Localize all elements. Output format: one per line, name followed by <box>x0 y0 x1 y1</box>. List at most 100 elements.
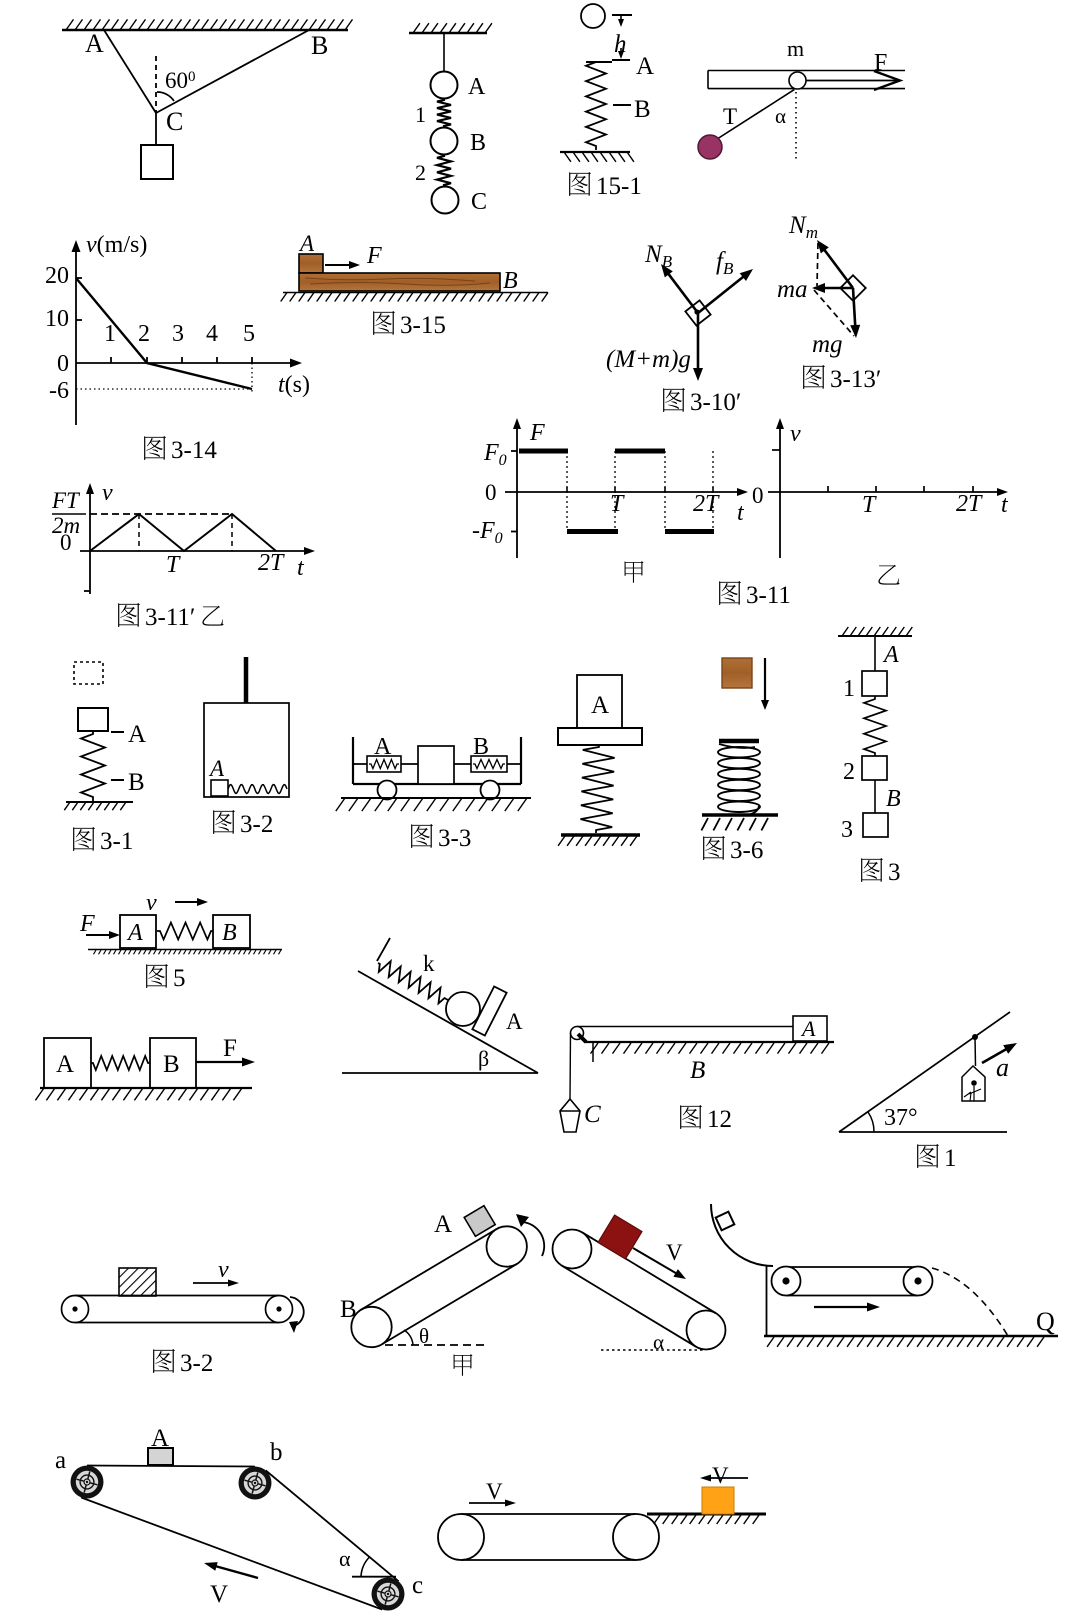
svg-text:C: C <box>471 189 487 215</box>
svg-text:B: B <box>690 1057 705 1084</box>
svg-text:α: α <box>653 1330 664 1354</box>
svg-text:F: F <box>79 911 95 937</box>
svg-text:c: c <box>412 1572 423 1599</box>
svg-text:3-13′: 3-13′ <box>830 366 881 393</box>
svg-text:3-10′: 3-10′ <box>690 389 741 416</box>
svg-text:3-14: 3-14 <box>171 437 217 464</box>
svg-text:12: 12 <box>707 1106 732 1133</box>
svg-text:3-11: 3-11 <box>746 582 791 609</box>
svg-text:a: a <box>55 1447 66 1474</box>
svg-text:mg: mg <box>812 331 843 358</box>
svg-text:3-1: 3-1 <box>100 828 133 855</box>
svg-text:0: 0 <box>752 483 764 508</box>
svg-text:A: A <box>208 756 225 781</box>
svg-text:F: F <box>874 50 887 76</box>
svg-text:F: F <box>366 243 382 269</box>
svg-text:T: T <box>166 552 181 578</box>
svg-text:k: k <box>423 951 435 976</box>
svg-text:1: 1 <box>415 102 426 127</box>
svg-text:T: T <box>862 492 877 518</box>
svg-text:B: B <box>503 268 518 294</box>
svg-text:v: v <box>218 1257 229 1283</box>
svg-text:10: 10 <box>45 306 69 332</box>
svg-text:1: 1 <box>843 676 855 702</box>
svg-text:a: a <box>996 1053 1009 1082</box>
svg-text:37°: 37° <box>884 1105 918 1131</box>
svg-text:t: t <box>297 555 305 581</box>
svg-text:A: A <box>506 1009 523 1034</box>
svg-text:F: F <box>223 1035 237 1062</box>
svg-text:V: V <box>210 1581 228 1608</box>
svg-text:α: α <box>775 104 786 128</box>
svg-text:A: A <box>636 53 654 80</box>
svg-text:A: A <box>800 1016 816 1041</box>
svg-text:T: T <box>723 104 737 129</box>
svg-text:A: A <box>468 74 486 100</box>
svg-text:1: 1 <box>944 1145 957 1172</box>
svg-text:B: B <box>470 130 486 156</box>
svg-text:v: v <box>102 480 113 506</box>
svg-text:t: t <box>737 500 745 526</box>
svg-text:A: A <box>591 692 609 719</box>
svg-text:1: 1 <box>104 321 116 347</box>
svg-text:B: B <box>473 734 489 760</box>
svg-text:v(m/s): v(m/s) <box>86 232 147 258</box>
svg-text:t(s): t(s) <box>278 372 310 398</box>
svg-text:2T: 2T <box>956 491 983 517</box>
svg-text:5: 5 <box>173 965 186 992</box>
svg-text:2: 2 <box>138 321 150 347</box>
svg-text:3: 3 <box>841 817 853 843</box>
svg-text:A: A <box>126 920 143 946</box>
svg-text:20: 20 <box>45 263 69 289</box>
svg-text:A: A <box>151 1425 169 1452</box>
svg-text:v: v <box>146 890 157 916</box>
svg-text:5: 5 <box>243 321 255 347</box>
svg-text:2: 2 <box>415 160 426 185</box>
svg-text:θ: θ <box>419 1324 429 1348</box>
svg-text:A: A <box>85 29 104 58</box>
svg-text:3-2: 3-2 <box>240 811 273 838</box>
svg-text:3-11′: 3-11′ <box>145 604 195 631</box>
svg-text:(M+m)g: (M+m)g <box>606 346 691 373</box>
svg-text:α: α <box>339 1546 351 1571</box>
svg-text:V: V <box>712 1463 729 1488</box>
svg-text:3: 3 <box>172 321 184 347</box>
svg-text:F: F <box>529 420 545 446</box>
svg-text:Q: Q <box>1036 1307 1055 1336</box>
svg-text:ma: ma <box>777 276 808 303</box>
svg-text:A: A <box>434 1211 452 1238</box>
svg-text:FT: FT <box>51 488 81 513</box>
svg-text:3-2: 3-2 <box>180 1350 213 1377</box>
svg-text:b: b <box>270 1439 283 1466</box>
svg-text:C: C <box>166 107 183 136</box>
svg-text:3-3: 3-3 <box>438 825 471 852</box>
svg-text:B: B <box>634 96 651 123</box>
svg-text:3: 3 <box>888 859 901 886</box>
svg-text:B: B <box>128 769 145 796</box>
svg-text:C: C <box>584 1101 601 1128</box>
svg-text:T: T <box>610 491 625 517</box>
svg-text:3-6: 3-6 <box>730 837 763 864</box>
svg-text:β: β <box>478 1046 489 1071</box>
svg-text:2: 2 <box>843 759 855 785</box>
svg-text:B: B <box>163 1051 180 1078</box>
svg-text:B: B <box>311 31 328 60</box>
svg-text:2T: 2T <box>258 550 285 576</box>
svg-text:A: A <box>882 642 899 668</box>
svg-text:2m: 2m <box>52 513 80 538</box>
svg-text:m: m <box>787 36 804 61</box>
svg-text:0: 0 <box>485 480 497 505</box>
svg-text:0: 0 <box>60 530 72 555</box>
svg-text:A: A <box>374 734 392 760</box>
svg-text:B: B <box>340 1296 357 1323</box>
svg-text:15-1: 15-1 <box>596 173 642 200</box>
svg-text:B: B <box>886 786 901 812</box>
svg-text:A: A <box>298 231 315 256</box>
svg-text:2T: 2T <box>693 491 720 517</box>
svg-text:3-15: 3-15 <box>400 312 446 339</box>
svg-text:A: A <box>56 1051 74 1078</box>
svg-text:v: v <box>790 421 801 447</box>
svg-text:B: B <box>222 920 237 946</box>
svg-text:4: 4 <box>206 321 218 347</box>
svg-text:0: 0 <box>57 351 69 377</box>
